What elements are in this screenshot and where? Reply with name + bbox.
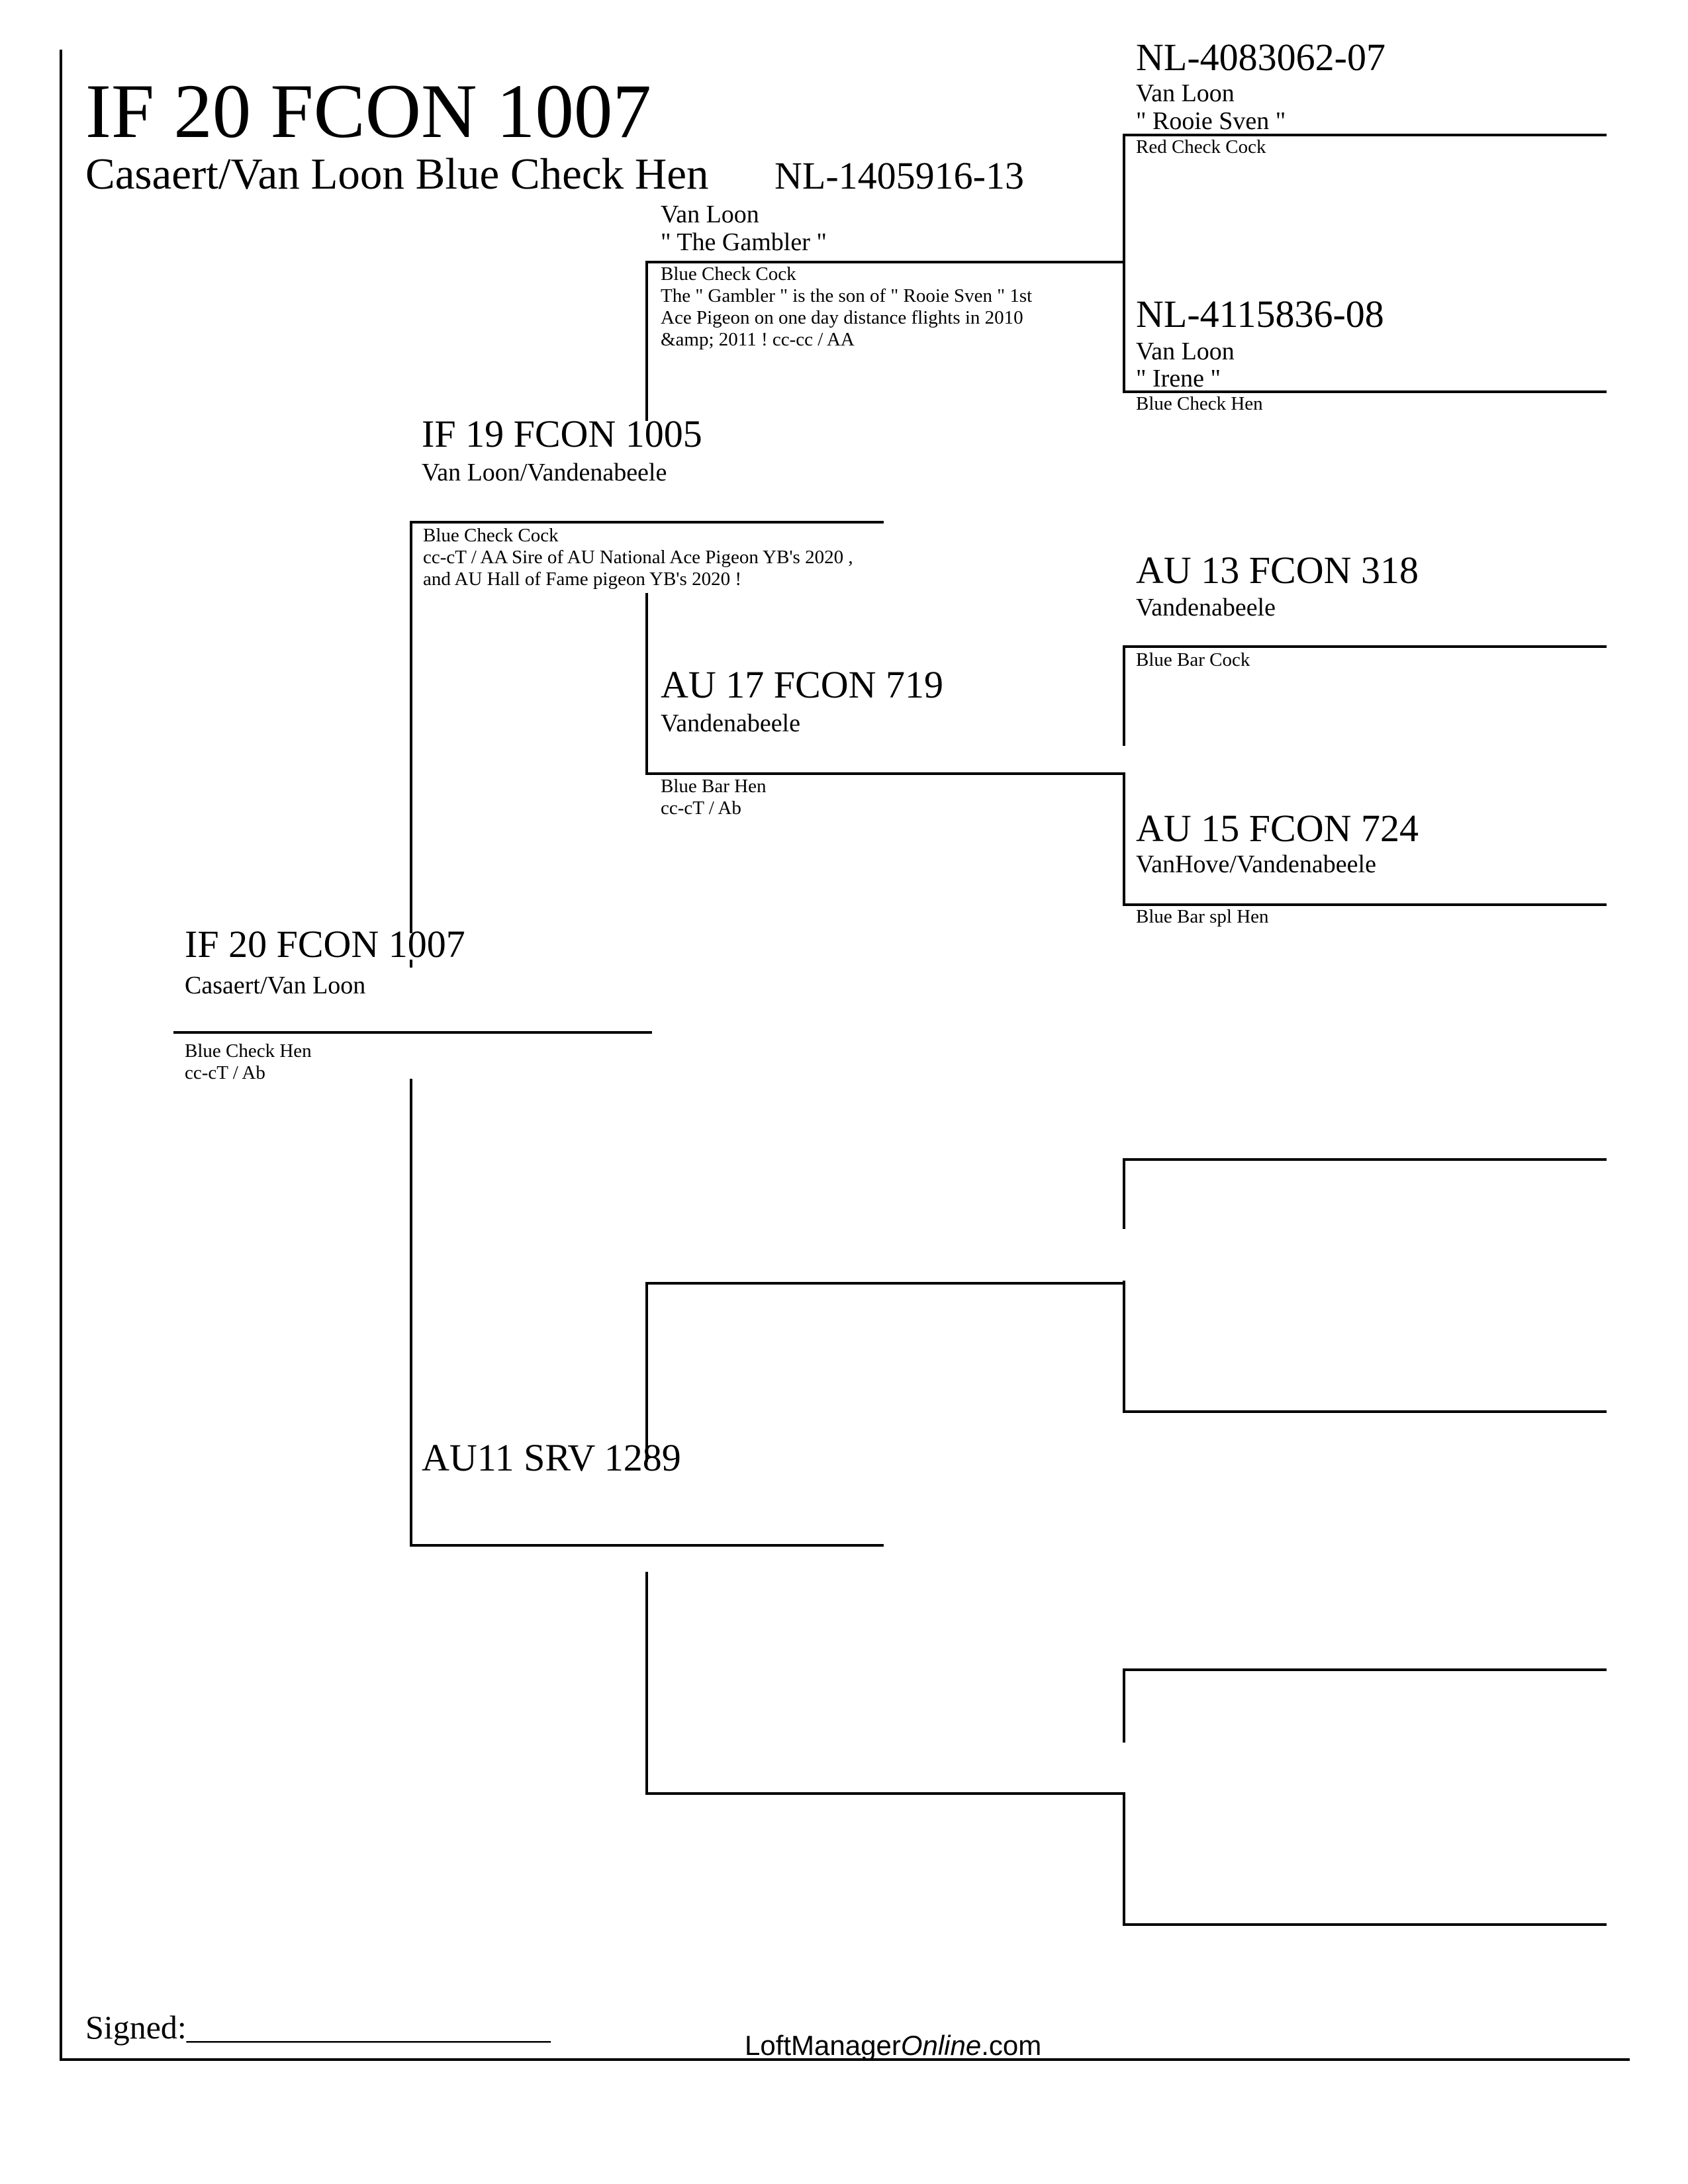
sire-breeder: Van Loon/Vandenabeele	[422, 459, 667, 486]
left-border	[60, 50, 62, 2061]
gen4-line	[1123, 903, 1607, 906]
gen4-line	[1123, 1923, 1607, 1926]
ss-sire-name: " Rooie Sven "	[1136, 107, 1286, 135]
dam-line	[410, 1544, 884, 1547]
gen4-line	[1123, 645, 1607, 648]
sire-band: IF 19 FCON 1005	[422, 412, 702, 455]
sire-notes: Blue Check Cock cc-cT / AA Sire of AU Na…	[423, 525, 853, 590]
connector	[1123, 774, 1125, 906]
connector	[1123, 135, 1125, 393]
connector	[1123, 1670, 1125, 1743]
sire-dam-notes: Blue Bar Hen cc-cT / Ab	[661, 776, 767, 819]
gen4-line	[1123, 390, 1607, 393]
sd-sire-notes: Blue Bar Cock	[1136, 649, 1250, 670]
connector	[645, 1283, 648, 1462]
connector	[410, 1079, 412, 1547]
connector	[645, 262, 648, 421]
gen4-line	[1123, 1668, 1607, 1671]
bottom-border	[60, 2058, 1630, 2061]
dam-band: AU11 SRV 1289	[422, 1436, 681, 1479]
sire-line	[410, 521, 884, 523]
connector	[1123, 1281, 1125, 1413]
sd-dam-notes: Blue Bar spl Hen	[1136, 906, 1269, 927]
signature-line: Signed:______________________	[85, 2009, 551, 2046]
sire-dam-line	[645, 772, 1125, 775]
brand-part: Online	[900, 2030, 982, 2061]
sire-sire-band: NL-1405916-13	[774, 154, 1024, 197]
ss-dam-band: NL-4115836-08	[1136, 293, 1384, 336]
page-title: IF 20 FCON 1007	[85, 69, 651, 154]
sire-sire-notes: Blue Check Cock The " Gambler " is the s…	[661, 263, 1033, 350]
subject-notes: Blue Check Hen cc-cT / Ab	[185, 1040, 312, 1083]
sire-dam-band: AU 17 FCON 719	[661, 663, 943, 706]
brand-part: .com	[981, 2030, 1042, 2061]
connector	[645, 593, 648, 775]
sd-dam-breeder: VanHove/Vandenabeele	[1136, 850, 1376, 878]
connector	[1123, 647, 1125, 746]
dam-dam-line	[645, 1792, 1125, 1795]
connector	[1123, 1792, 1125, 1926]
subject-line	[173, 1031, 652, 1034]
sd-dam-band: AU 15 FCON 724	[1136, 807, 1419, 850]
brand-part: LoftManager	[745, 2030, 901, 2061]
ss-dam-notes: Blue Check Hen	[1136, 393, 1263, 414]
connector	[410, 522, 412, 933]
page-subtitle: Casaert/Van Loon Blue Check Hen	[85, 150, 709, 199]
gen4-line	[1123, 1158, 1607, 1161]
connector	[1123, 1160, 1125, 1229]
ss-dam-name: " Irene "	[1136, 365, 1221, 392]
sire-sire-name: " The Gambler "	[661, 228, 827, 256]
sd-sire-band: AU 13 FCON 318	[1136, 549, 1419, 592]
connector	[410, 960, 412, 968]
gen4-line	[1123, 1410, 1607, 1413]
ss-sire-band: NL-4083062-07	[1136, 36, 1385, 79]
sire-sire-breeder: Van Loon	[661, 201, 759, 228]
sire-sire-line	[645, 261, 1125, 263]
sd-sire-breeder: Vandenabeele	[1136, 594, 1276, 621]
dam-sire-line	[645, 1282, 1125, 1285]
ss-sire-breeder: Van Loon	[1136, 79, 1235, 107]
brand-footer: LoftManagerOnline.com	[745, 2032, 1041, 2060]
subject-band: IF 20 FCON 1007	[185, 923, 465, 966]
sire-dam-breeder: Vandenabeele	[661, 709, 800, 737]
gen4-line	[1123, 134, 1607, 136]
ss-dam-breeder: Van Loon	[1136, 338, 1235, 365]
subject-breeder: Casaert/Van Loon	[185, 972, 366, 999]
ss-sire-notes: Red Check Cock	[1136, 136, 1266, 158]
connector	[645, 1572, 648, 1795]
